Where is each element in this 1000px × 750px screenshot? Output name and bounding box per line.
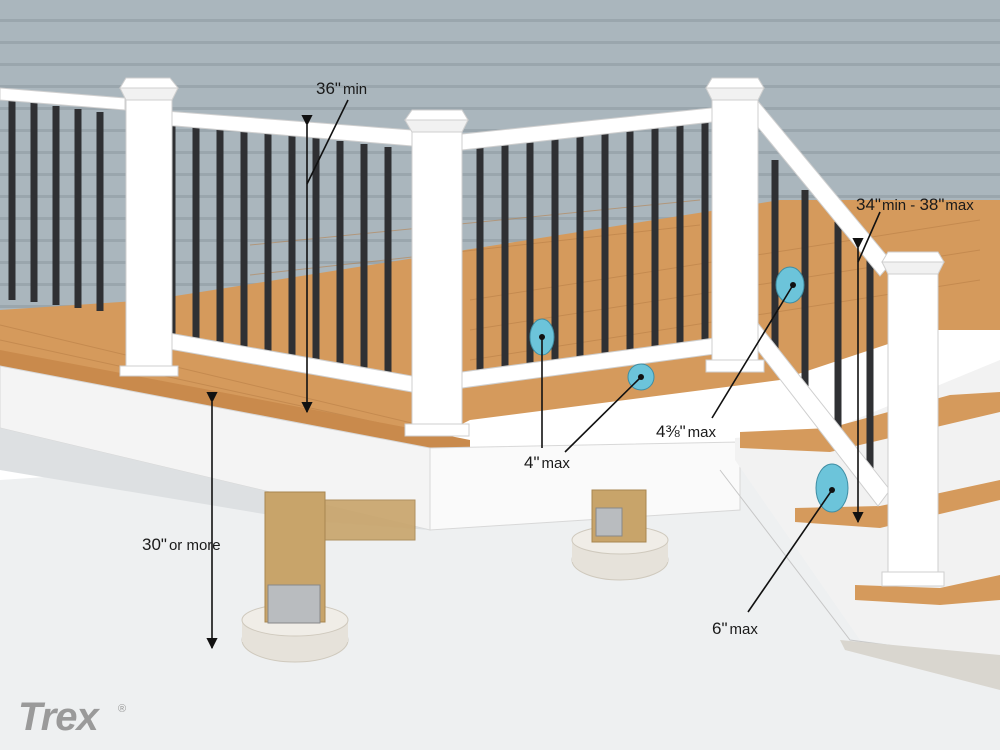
stair-tread-3 [855,575,1000,605]
deck-height-value: 30" [142,535,167,554]
stair-triangle-gap-value: 6" [712,619,728,638]
stair-baluster-gap-value: 4⅜" [656,422,686,441]
label-deck-height: 30"or more [142,535,221,554]
stair-rail-separator: - [906,197,919,214]
svg-text:30"or more: 30"or more [142,535,221,554]
stair-rail-min-value: 34" [856,195,881,214]
logo-text: Trex [18,695,101,739]
stair-rail-max-qualifier: max [945,197,974,214]
label-stair-baluster-gap: 4⅜"max [656,422,717,441]
deck-height-qualifier: or more [169,537,221,554]
back-top-rail [0,87,126,111]
guard-height-qualifier: min [343,81,367,98]
label-baluster-gap: 4"max [524,453,570,472]
svg-text:4⅜"max: 4⅜"max [656,422,717,441]
support-post-left [241,491,416,663]
guard-height-value: 36" [316,79,341,98]
label-guard-height: 36"min [316,79,367,98]
posts [119,77,945,587]
post-stair-bottom [881,251,945,587]
trex-logo: Trex ® [18,695,126,739]
post-back-corner [119,77,180,377]
label-stair-rail-height: 34"min - 38"max [856,195,974,214]
svg-text:36"min: 36"min [316,79,367,98]
logo-registered-mark: ® [118,703,126,715]
dimension-lines [206,99,881,650]
svg-text:34"min - 38"max: 34"min - 38"max [856,195,974,214]
label-stair-triangle-gap: 6"max [712,619,758,638]
post-front-corner [404,109,470,437]
support-post-right [571,489,669,581]
stair-baluster-gap-qualifier: max [688,424,717,441]
svg-text:6"max: 6"max [712,619,758,638]
deck-fascia-right [429,441,741,531]
svg-text:4"max: 4"max [524,453,570,472]
baluster-gap-value: 4" [524,453,540,472]
ground [0,460,1000,750]
post-stair-top [705,77,765,373]
baluster-gap-qualifier: max [542,455,571,472]
stair-rail-min-qualifier: min [882,197,906,214]
stair-rail-max-value: 38" [919,195,944,214]
stair-triangle-gap-qualifier: max [730,621,759,638]
deck-edge-board [0,350,470,448]
